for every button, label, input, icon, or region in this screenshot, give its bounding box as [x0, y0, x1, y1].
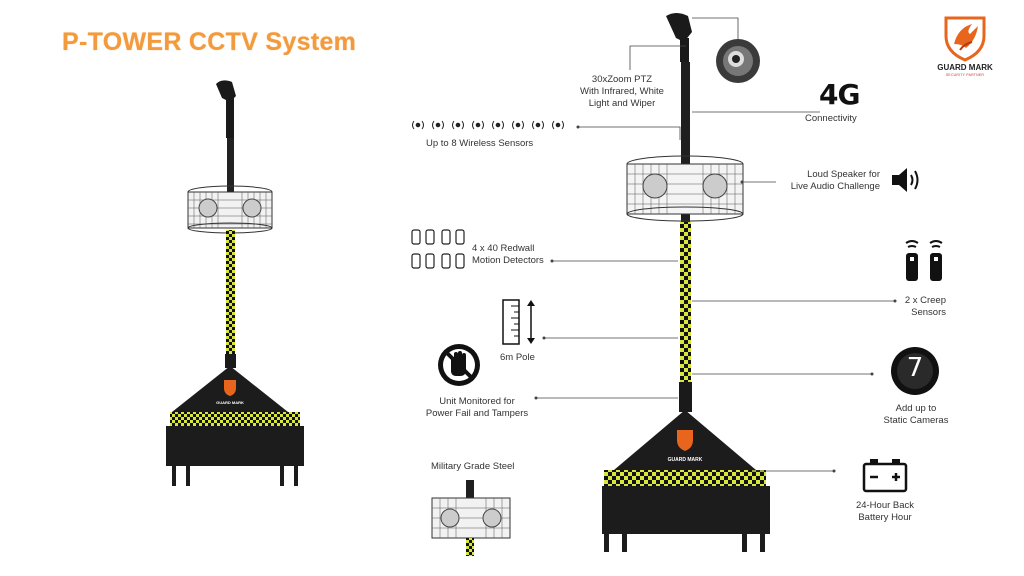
wireless-sensor-icon — [412, 120, 564, 130]
cameras-label: Add up to Static Cameras — [883, 403, 949, 426]
4g-icon: 4G — [819, 78, 860, 111]
svg-text:GUARD MARK: GUARD MARK — [216, 400, 244, 405]
pole-label: 6m Pole — [500, 352, 535, 363]
creep-label: 2 x Creep Sensors — [904, 295, 946, 318]
tower-illustration-left: GUARD MARK — [166, 80, 304, 486]
static-camera-icon — [891, 347, 939, 395]
creep-sensor-icon — [905, 240, 943, 281]
connectivity-label: Connectivity — [805, 113, 857, 124]
ptz-label: 30xZoom PTZ With Infrared, White Light a… — [580, 74, 664, 109]
monitored-label: Unit Monitored for Power Fail and Tamper… — [425, 396, 529, 419]
steel-label: Military Grade Steel — [431, 461, 515, 472]
speaker-icon — [892, 168, 919, 192]
steel-cage-closeup — [431, 480, 511, 556]
guard-mark-logo — [944, 16, 986, 62]
battery-label: 24-Hour Back Battery Hour — [855, 500, 915, 523]
wireless-label: Up to 8 Wireless Sensors — [426, 138, 534, 149]
brand-name: GUARD MARK — [937, 63, 993, 72]
camera-count-badge: 7 — [906, 353, 924, 383]
motion-detector-icon — [411, 229, 465, 269]
battery-icon — [862, 459, 908, 493]
svg-text:GUARD MARK: GUARD MARK — [668, 457, 703, 463]
tower-illustration-right: GUARD MARK — [602, 13, 770, 552]
page-title: P-TOWER CCTV System — [62, 28, 357, 56]
speaker-label: Loud Speaker for Live Audio Challenge — [790, 169, 880, 192]
ruler-icon — [502, 299, 535, 345]
motion-label: 4 x 40 Redwall Motion Detectors — [472, 243, 544, 266]
camera-lens-icon — [716, 39, 760, 83]
no-touch-icon — [438, 344, 480, 386]
brand-tagline: SECURITY PARTNER — [945, 73, 985, 77]
